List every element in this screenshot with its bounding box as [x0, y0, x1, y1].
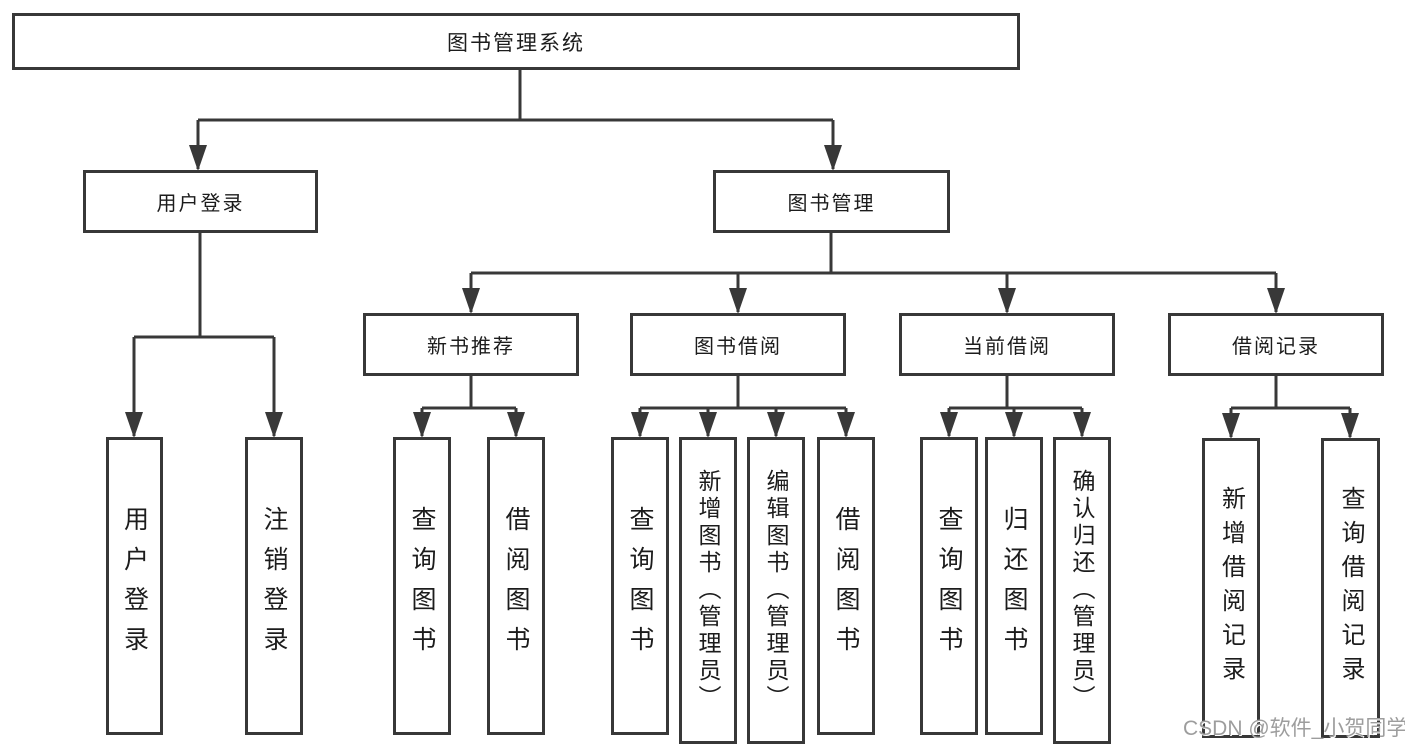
node-leaf-borrow-books-recommend: 借阅图书 — [487, 437, 545, 735]
node-label: 新增借阅记录 — [1217, 486, 1245, 690]
node-label: 查询图书 — [935, 506, 963, 666]
connector-borrow-records-branch — [1231, 376, 1350, 410]
node-leaf-borrow-books: 借阅图书 — [817, 437, 875, 735]
node-label: 归还图书 — [1000, 506, 1028, 666]
node-leaf-edit-books-admin: 编辑图书（管理员） — [747, 437, 805, 744]
node-leaf-logout: 注销登录 — [245, 437, 303, 735]
node-current-borrow: 当前借阅 — [899, 313, 1115, 376]
node-label: 新增图书（管理员） — [695, 469, 721, 712]
node-user-login: 用户登录 — [83, 170, 318, 233]
node-leaf-confirm-return-admin: 确认归还（管理员） — [1053, 437, 1111, 744]
node-new-book-recommend: 新书推荐 — [363, 313, 579, 376]
node-label: 查询借阅记录 — [1337, 486, 1364, 690]
node-leaf-user-login: 用户登录 — [106, 437, 163, 735]
node-leaf-add-books-admin: 新增图书（管理员） — [679, 437, 737, 744]
connector-new-book-branch — [422, 376, 516, 410]
connector-book-borrow-branch — [640, 376, 846, 410]
node-label: 用户登录 — [120, 506, 149, 666]
node-label: 借阅图书 — [832, 506, 860, 666]
node-library-system: 图书管理系统 — [12, 13, 1020, 70]
connector-current-borrow-branch — [949, 376, 1082, 410]
node-leaf-add-borrow-record: 新增借阅记录 — [1202, 438, 1260, 738]
node-label: 编辑图书（管理员） — [763, 469, 789, 712]
node-label: 借阅图书 — [502, 506, 530, 666]
node-book-management: 图书管理 — [713, 170, 950, 233]
node-label: 查询图书 — [408, 506, 436, 666]
node-leaf-query-books-recommend: 查询图书 — [393, 437, 451, 735]
node-label: 注销登录 — [260, 506, 288, 666]
node-label: 查询图书 — [626, 506, 654, 666]
node-book-borrow: 图书借阅 — [630, 313, 846, 376]
node-leaf-query-books-current: 查询图书 — [920, 437, 978, 735]
node-leaf-return-books: 归还图书 — [985, 437, 1043, 735]
csdn-watermark: CSDN @软件_小贺同学 — [1183, 717, 1405, 740]
node-borrow-records: 借阅记录 — [1168, 313, 1384, 376]
node-leaf-query-borrow-record: 查询借阅记录 — [1321, 438, 1380, 738]
node-leaf-query-books-borrow: 查询图书 — [611, 437, 669, 735]
connector-root-to-level2 — [198, 70, 833, 122]
connector-user-login-branch — [134, 233, 274, 339]
connector-book-management-branch — [471, 233, 1276, 275]
node-label: 确认归还（管理员） — [1069, 469, 1095, 712]
